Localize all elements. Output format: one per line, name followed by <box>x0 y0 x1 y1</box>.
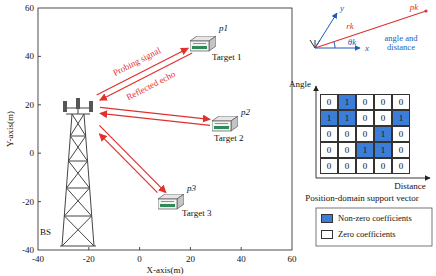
table-cell: 0 <box>392 158 410 174</box>
table-cell: 0 <box>320 142 338 158</box>
legend-swatch <box>321 214 333 223</box>
device-slot <box>193 43 206 44</box>
antenna-panel <box>76 98 80 109</box>
target-device: p2Target 2 <box>212 116 238 132</box>
table-cell: 1 <box>338 94 356 110</box>
table-cell: 0 <box>320 126 338 142</box>
legend-label: Non-zero coefficients <box>338 214 412 223</box>
target-icon <box>212 116 238 132</box>
table-cell: 1 <box>374 142 392 158</box>
table-cell: 0 <box>392 142 410 158</box>
angle-axis-arrow <box>316 86 317 178</box>
target-icon <box>190 36 216 52</box>
device-stripe <box>192 46 207 49</box>
table-cell: 0 <box>356 94 374 110</box>
table-cell: 0 <box>356 158 374 174</box>
device-side <box>231 116 238 131</box>
node-label: BS <box>40 228 51 237</box>
table-cell: 1 <box>392 110 410 126</box>
inset-caption: angle and distance <box>374 34 428 53</box>
table-cell: 0 <box>320 94 338 110</box>
point-symbol: p2 <box>241 108 250 117</box>
tick-label: 40 <box>237 255 246 264</box>
tick-label: 0 <box>30 149 35 158</box>
table-cell: 0 <box>374 94 392 110</box>
table-cell: 0 <box>320 158 338 174</box>
tick-label: 40 <box>25 52 34 61</box>
node-label: Target 1 <box>212 53 241 62</box>
device-front <box>190 41 209 51</box>
tick-label: 20 <box>25 100 34 109</box>
device-side <box>177 194 184 209</box>
table-cell: 1 <box>374 126 392 142</box>
point-symbol: p1 <box>219 24 228 33</box>
tick-label: -40 <box>32 255 44 264</box>
signal-arrow <box>99 125 165 192</box>
panel-caption: Position-domain support vector <box>305 194 419 203</box>
antenna-panel <box>63 101 67 112</box>
legend-swatch <box>321 230 333 239</box>
tick-label: -20 <box>22 197 34 206</box>
math-symbol: rk <box>346 22 354 31</box>
table-cell: 0 <box>338 158 356 174</box>
table-cell: 1 <box>338 110 356 126</box>
math-symbol: pk <box>410 3 419 12</box>
tick-label: 0 <box>137 255 142 264</box>
tower-lattice <box>60 108 96 246</box>
table-cell: 0 <box>392 126 410 142</box>
device-slot <box>215 123 228 124</box>
target-point <box>424 9 427 12</box>
table-cell: 0 <box>374 158 392 174</box>
axis-title: X-axis(m) <box>147 266 184 275</box>
base-station: BS <box>58 96 98 248</box>
legend-label: Zero coefficients <box>338 230 396 239</box>
angle-arc <box>334 42 335 48</box>
math-symbol: y <box>340 4 344 13</box>
device-front <box>158 199 177 209</box>
axis-title: Y-axis(m) <box>6 111 15 147</box>
target-icon <box>158 194 184 210</box>
signal-arrow <box>99 134 157 193</box>
signal-arrow <box>100 113 210 125</box>
edge-label: Reflected echo <box>125 70 177 102</box>
device-stripe <box>160 204 175 207</box>
table-cell: 0 <box>338 142 356 158</box>
y-axis-arrow <box>315 13 337 48</box>
tick-label: 60 <box>288 255 297 264</box>
tick-label: -40 <box>22 246 34 255</box>
axis-title: Angle <box>289 80 311 89</box>
math-symbol: θk <box>348 38 356 47</box>
device-front <box>212 121 231 131</box>
plot-frame <box>38 8 292 250</box>
table-cell: 0 <box>356 126 374 142</box>
device-slot <box>161 201 174 202</box>
tick-label: 60 <box>25 4 34 13</box>
distance-axis-arrow <box>316 178 430 179</box>
table-cell: 0 <box>338 126 356 142</box>
antenna-panel <box>89 101 93 112</box>
target-device: p1Target 1 <box>190 36 216 52</box>
signal-arrow <box>100 107 210 119</box>
node-label: Target 3 <box>182 209 211 218</box>
legend-box <box>316 208 432 246</box>
node-label: Target 2 <box>214 134 243 143</box>
device-side <box>209 36 216 51</box>
table-cell: 0 <box>374 110 392 126</box>
tick-label: 20 <box>186 255 195 264</box>
table-cell: 1 <box>320 110 338 126</box>
point-symbol: p3 <box>187 184 196 193</box>
math-symbol: x <box>365 44 369 53</box>
table-cell: 0 <box>356 110 374 126</box>
tower-icon <box>58 96 98 248</box>
axis-ticks <box>38 56 241 250</box>
device-stripe <box>214 126 229 129</box>
table-cell: 1 <box>356 142 374 158</box>
axis-title: Distance <box>394 182 426 191</box>
tick-label: -20 <box>83 255 95 264</box>
edge-label: Probing signal <box>112 46 163 78</box>
target-device: p3Target 3 <box>158 194 184 210</box>
table-cell: 0 <box>392 94 410 110</box>
x-axis-arrow <box>315 48 360 49</box>
